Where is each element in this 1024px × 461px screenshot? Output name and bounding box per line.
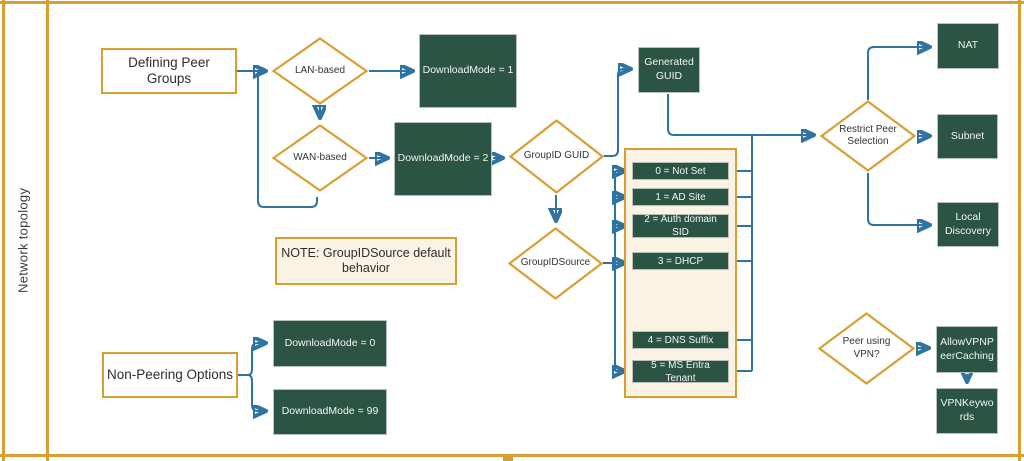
node-generated-guid-label: Generated GUID [644,56,694,82]
node-downloadmode-1-label: DownloadMode = 1 [422,64,514,77]
node-downloadmode-0-label: DownloadMode = 0 [284,336,376,349]
option-1-ad-site-label: 1 = AD Site [655,191,706,203]
node-allowvpnpeercaching: AllowVPNPeerCaching [936,326,998,373]
node-local-discovery-label: Local Discovery [944,210,992,237]
node-nat-label: NAT [957,39,979,52]
node-allowvpnpeercaching-label: AllowVPNPeerCaching [940,335,994,362]
node-local-discovery: Local Discovery [937,202,999,247]
option-0-not-set-label: 0 = Not Set [655,165,706,177]
decision-lan-based-label: LAN-based [294,64,346,76]
sidebar-separator [46,0,49,461]
node-subnet: Subnet [937,114,998,159]
node-generated-guid: Generated GUID [638,47,700,93]
decision-peer-using-vpn: Peer using VPN? [818,312,915,385]
frame-left-border [2,0,5,461]
decision-restrict-peer-selection: Restrict Peer Selection [820,100,916,172]
node-downloadmode-0: DownloadMode = 0 [273,320,387,367]
node-defining-peer-groups: Defining Peer Groups [101,48,237,94]
option-2-auth-domain-sid-label: 2 = Auth domain SID [644,214,717,238]
option-3-dhcp-label: 3 = DHCP [657,255,704,267]
decision-groupidsource: GroupIDSource [508,227,603,300]
option-4-dns-suffix: 4 = DNS Suffix [632,331,729,349]
option-5-ms-entra-tenant-label: 5 = MS Entra Tenant [651,359,710,384]
node-downloadmode-99-label: DownloadMode = 99 [281,405,379,418]
node-downloadmode-2: DownloadMode = 2 [394,122,492,196]
node-non-peering-options-label: Non-Peering Options [106,366,234,382]
node-vpnkeywords-label: VPNKeywords [940,397,994,423]
node-downloadmode-2-label: DownloadMode = 2 [397,152,489,165]
node-downloadmode-1: DownloadMode = 1 [419,34,517,108]
node-subnet-label: Subnet [950,129,985,142]
option-2-auth-domain-sid: 2 = Auth domain SID [632,214,729,238]
node-non-peering-options: Non-Peering Options [102,352,238,398]
bottom-notch [503,456,513,461]
option-1-ad-site: 1 = AD Site [632,188,729,206]
node-vpnkeywords: VPNKeywords [936,388,998,434]
option-4-dns-suffix-label: 4 = DNS Suffix [647,334,714,346]
node-defining-peer-groups-label: Defining Peer Groups [128,54,210,86]
frame-bottom-separator [0,454,1024,457]
decision-lan-based: LAN-based [272,37,368,105]
decision-peer-using-vpn-label: Peer using VPN? [842,336,891,360]
decision-restrict-peer-selection-label: Restrict Peer Selection [839,123,897,148]
note-groupidsource-default: NOTE: GroupIDSource default behavior [275,237,457,285]
option-3-dhcp: 3 = DHCP [632,252,729,270]
decision-groupid-guid: GroupID GUID [509,119,604,194]
decision-wan-based-label: WAN-based [293,151,347,163]
decision-wan-based: WAN-based [272,124,368,192]
option-5-ms-entra-tenant: 5 = MS Entra Tenant [632,359,729,384]
node-nat: NAT [937,23,999,69]
frame-top-border [0,1,1024,4]
option-0-not-set: 0 = Not Set [632,162,729,180]
frame-right-border [1018,0,1021,461]
decision-groupid-guid-label: GroupID GUID [523,150,590,162]
lane-title-network-topology: Network topology [15,187,31,293]
decision-groupidsource-label: GroupIDSource [520,257,591,269]
note-groupidsource-default-label: NOTE: GroupIDSource default behavior [281,246,451,275]
node-downloadmode-99: DownloadMode = 99 [273,389,387,435]
